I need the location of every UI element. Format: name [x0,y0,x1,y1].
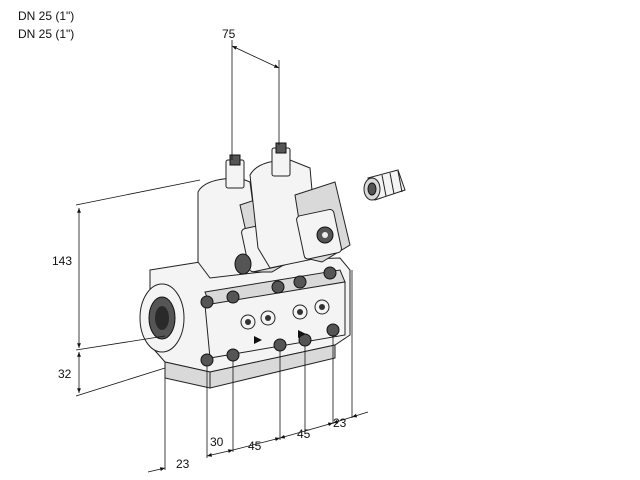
dim-right-offset: 23 [333,416,347,430]
dim-pitch-a: 30 [210,435,224,449]
header-line-1: DN 25 (1") [18,9,75,23]
dimension-lines [75,40,369,473]
cable-gland [363,169,406,201]
inlet-port [139,283,185,353]
header-line-2: DN 25 (1") [18,27,75,41]
test-ports [240,299,330,330]
dim-height: 143 [52,254,72,268]
dim-top-width: 75 [222,27,236,41]
dim-left-offset: 23 [176,457,190,471]
dim-pitch-b: 45 [248,439,262,453]
solenoid-coil-2 [249,142,351,269]
dim-pitch-c: 45 [297,427,311,441]
dim-base-height: 32 [58,367,72,381]
valve-assembly [139,142,406,389]
